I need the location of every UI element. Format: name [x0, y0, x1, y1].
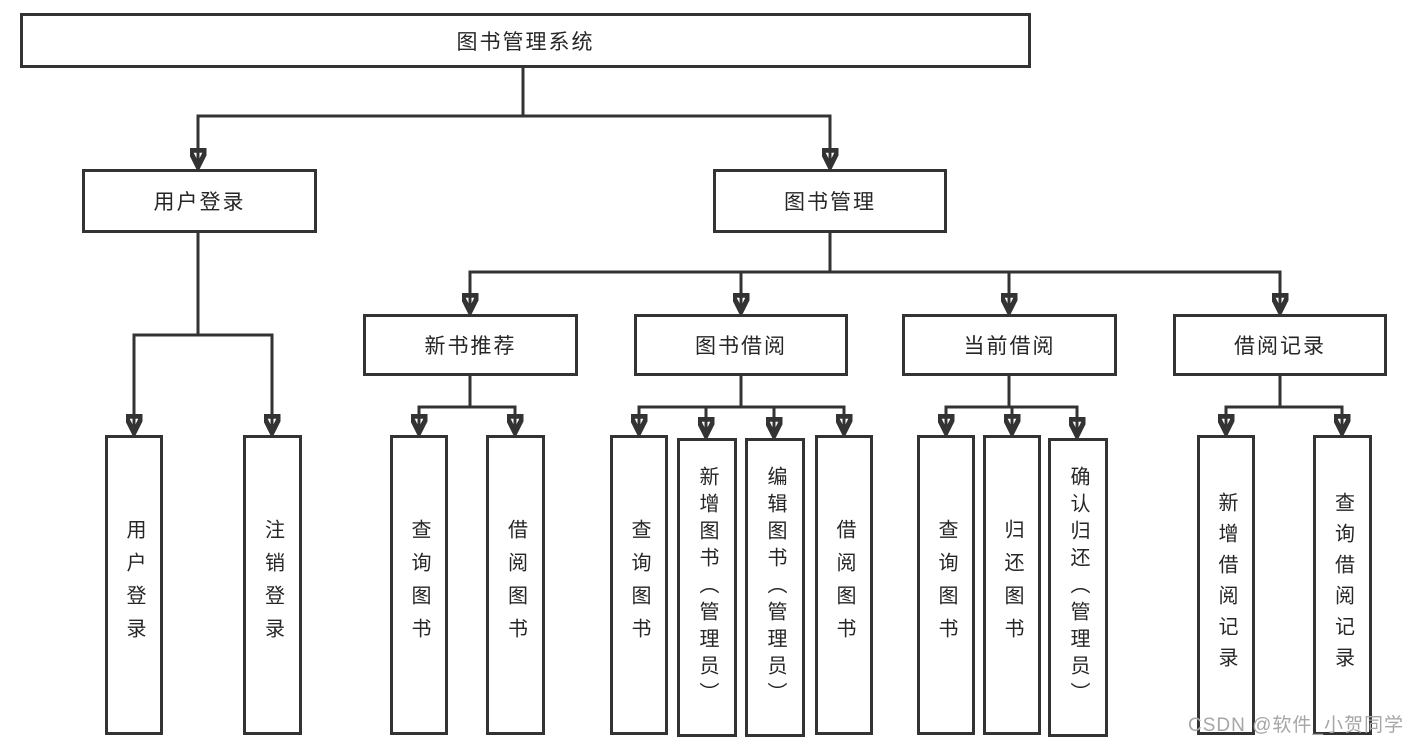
leaf-borrow-edit-book-admin: 编辑图书（管理员） — [745, 438, 805, 737]
node-borrow-records-label: 借阅记录 — [1234, 335, 1326, 358]
leaf-current-confirm-return-admin: 确认归还（管理员） — [1048, 438, 1108, 737]
connector-borrow-records-group — [1226, 374, 1342, 432]
node-user-login: 用户登录 — [82, 169, 317, 233]
connector-book-management-to-level3 — [470, 231, 1280, 311]
leaf-current-query-book: 查询图书 — [917, 435, 975, 735]
node-root-system-label: 图书管理系统 — [456, 30, 595, 54]
node-book-borrow: 图书借阅 — [634, 314, 848, 376]
connector-root-to-level2 — [198, 65, 830, 166]
leaf-borrow-query-book-label: 查询图书 — [628, 519, 650, 651]
connector-user-login-group — [134, 231, 272, 432]
leaf-borrow-query-book: 查询图书 — [610, 435, 668, 735]
leaf-borrow-borrow-book-label: 借阅图书 — [833, 519, 855, 651]
leaf-records-add-record-label: 新增借阅记录 — [1215, 492, 1237, 678]
leaf-current-query-book-label: 查询图书 — [935, 519, 957, 651]
node-book-management-label: 图书管理 — [784, 191, 876, 214]
leaf-recommend-query-book-label: 查询图书 — [408, 519, 430, 651]
node-user-login-label: 用户登录 — [153, 191, 246, 214]
leaf-recommend-borrow-book-label: 借阅图书 — [504, 519, 527, 651]
leaf-current-return-book: 归还图书 — [983, 435, 1041, 735]
node-new-book-recommend-label: 新书推荐 — [424, 335, 517, 358]
watermark: CSDN @软件_小贺同学 — [1188, 715, 1404, 736]
node-new-book-recommend: 新书推荐 — [363, 314, 578, 376]
node-current-borrow: 当前借阅 — [902, 314, 1117, 376]
connector-book-borrow-group — [639, 374, 844, 435]
node-root-system: 图书管理系统 — [20, 13, 1031, 68]
leaf-borrow-borrow-book: 借阅图书 — [815, 435, 873, 735]
leaf-user-login: 用户登录 — [105, 435, 163, 735]
connector-current-borrow-group — [946, 374, 1077, 435]
node-book-management: 图书管理 — [713, 169, 947, 233]
leaf-recommend-borrow-book: 借阅图书 — [486, 435, 545, 735]
leaf-records-add-record: 新增借阅记录 — [1197, 435, 1255, 735]
leaf-borrow-edit-book-admin-label: 编辑图书（管理员） — [764, 466, 786, 709]
leaf-current-return-book-label: 归还图书 — [1001, 519, 1023, 651]
leaf-recommend-query-book: 查询图书 — [390, 435, 448, 735]
leaf-borrow-add-book-admin: 新增图书（管理员） — [677, 438, 737, 737]
node-current-borrow-label: 当前借阅 — [963, 335, 1056, 358]
leaf-logout-label: 注销登录 — [261, 519, 284, 651]
leaf-current-confirm-return-admin-label: 确认归还（管理员） — [1067, 466, 1089, 709]
node-book-borrow-label: 图书借阅 — [695, 335, 787, 358]
node-borrow-records: 借阅记录 — [1173, 314, 1387, 376]
leaf-records-query-record-label: 查询借阅记录 — [1331, 492, 1354, 678]
leaf-logout: 注销登录 — [243, 435, 302, 735]
connector-new-book-recommend-group — [419, 374, 515, 432]
leaf-user-login-label: 用户登录 — [123, 519, 145, 651]
leaf-records-query-record: 查询借阅记录 — [1313, 435, 1372, 735]
leaf-borrow-add-book-admin-label: 新增图书（管理员） — [696, 466, 718, 709]
